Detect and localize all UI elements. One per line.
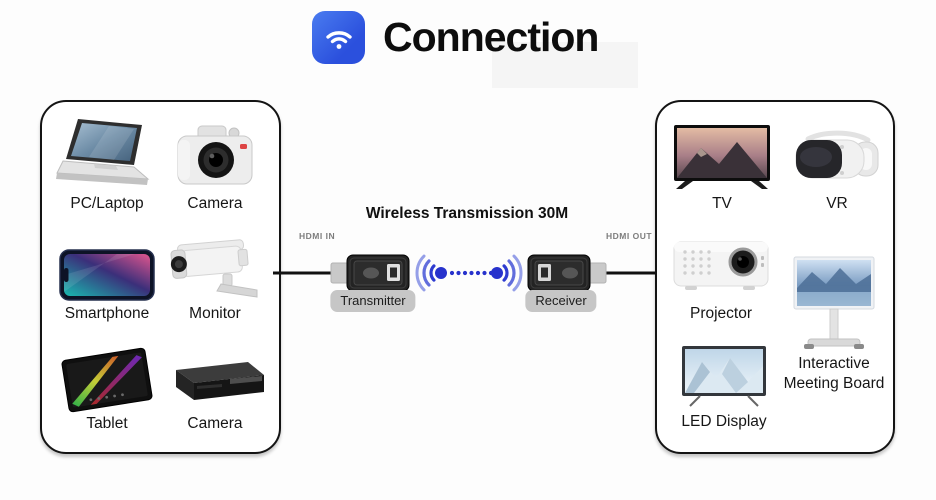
device-label: TV	[712, 195, 732, 212]
device-label: PC/Laptop	[70, 195, 144, 212]
source-devices-box: PC/Laptop Camera	[40, 100, 281, 454]
receiver-dongle	[527, 254, 607, 292]
hdmi-in-label: HDMI IN	[299, 231, 336, 241]
camera-icon	[177, 125, 253, 185]
led-display-icon	[682, 346, 766, 407]
device-label: Smartphone	[64, 305, 150, 322]
wireless-transmission-title: Wireless Transmission 30M	[365, 205, 569, 222]
smartphone-icon	[59, 249, 155, 301]
device-label: Camera	[187, 195, 243, 212]
beam-dots	[435, 267, 503, 279]
background-artifact	[492, 42, 638, 88]
laptop-icon	[56, 119, 150, 185]
wireless-link-graphic	[273, 254, 657, 292]
vr-headset-icon	[795, 130, 879, 179]
device-label: Interactive Meeting Board	[783, 355, 885, 392]
tablet-icon	[61, 347, 153, 413]
tv-icon	[674, 125, 770, 189]
cctv-camera-icon	[170, 239, 258, 298]
transmitter-dongle	[330, 254, 410, 292]
device-label: Tablet	[86, 415, 128, 432]
device-label: VR	[826, 195, 848, 212]
device-label: Camera	[187, 415, 243, 432]
device-label: Monitor	[189, 305, 241, 322]
display-devices-box: TV VR	[655, 100, 895, 454]
device-label: Projector	[689, 305, 753, 322]
meeting-board-icon	[793, 256, 875, 349]
wifi-icon	[312, 11, 365, 64]
video-deck-icon	[176, 362, 264, 400]
projector-icon	[673, 241, 769, 290]
receiver-badge: Receiver	[525, 290, 597, 312]
wifi-signal-icon	[415, 254, 523, 292]
device-label: LED Display	[681, 413, 767, 430]
transmitter-badge: Transmitter	[330, 290, 416, 312]
hdmi-out-label: HDMI OUT	[606, 231, 653, 241]
page-title: Connection	[383, 14, 599, 60]
